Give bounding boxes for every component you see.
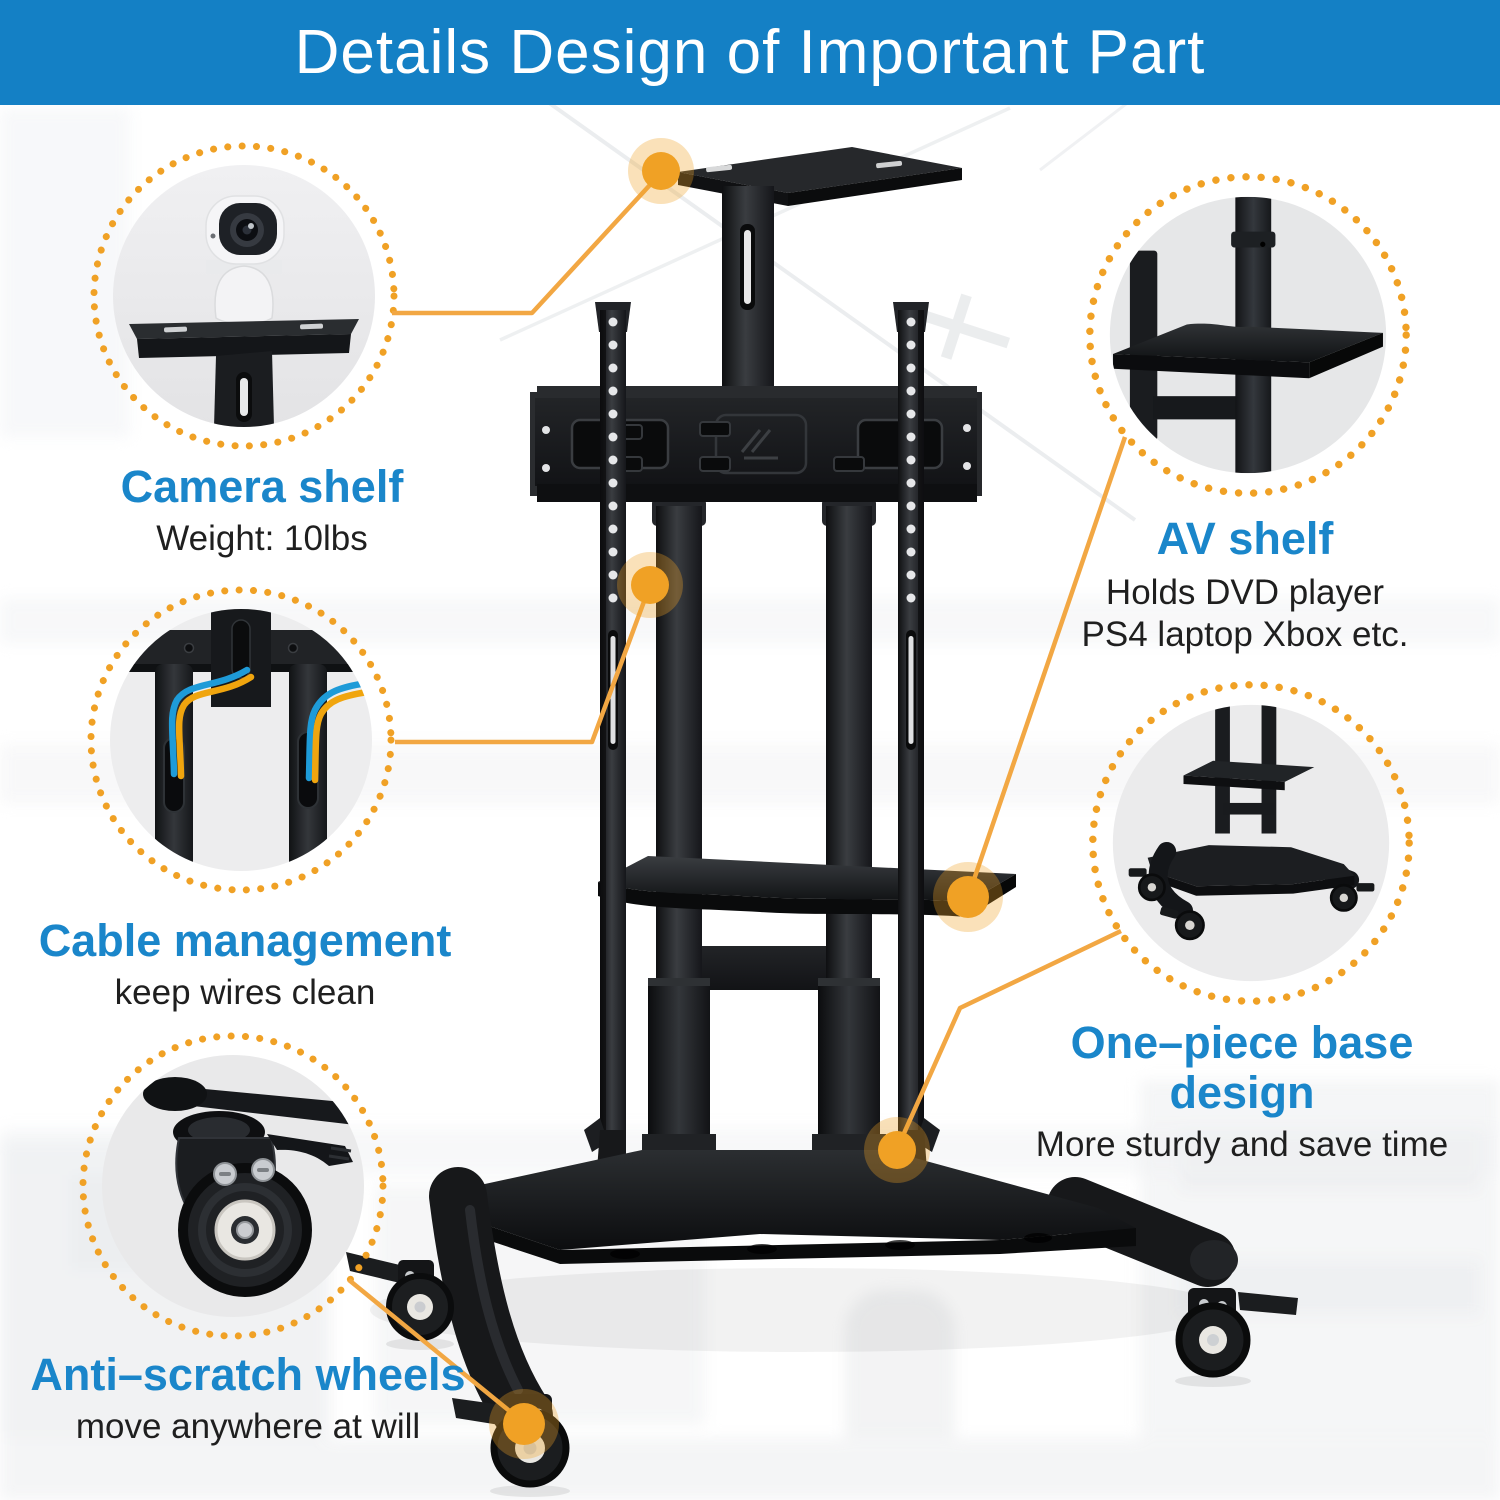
anti-scratch-wheels-label-block: Anti–scratch wheels move anywhere at wil… bbox=[28, 1350, 468, 1448]
support-pole-left bbox=[648, 498, 710, 1190]
one-piece-base-photo bbox=[1128, 704, 1375, 941]
anti-scratch-wheels-title: Anti–scratch wheels bbox=[30, 1349, 466, 1400]
callout-circle-av-shelf bbox=[1074, 161, 1422, 509]
header-banner: Details Design of Important Part bbox=[0, 0, 1500, 105]
caster-right bbox=[1175, 1288, 1298, 1387]
callout-circle-cable-management bbox=[76, 575, 406, 905]
cable-management-title: Cable management bbox=[38, 915, 452, 966]
camera-shelf-label-block: Camera shelf Weight: 10lbs bbox=[42, 462, 482, 560]
av-shelf-subtitle-line1: Holds DVD player bbox=[1105, 573, 1385, 612]
one-piece-base-label-block: One–piece base design More sturdy and sa… bbox=[1002, 1018, 1482, 1166]
one-piece-base-subtitle: More sturdy and save time bbox=[1035, 1125, 1449, 1164]
cable-management-label-block: Cable management keep wires clean bbox=[25, 916, 465, 1014]
dotted-ring bbox=[1086, 173, 1410, 497]
av-shelf-title: AV shelf bbox=[1156, 513, 1334, 564]
page-title: Details Design of Important Part bbox=[294, 18, 1206, 87]
camera-shelf-subtitle: Weight: 10lbs bbox=[156, 519, 368, 558]
caster-front bbox=[452, 1394, 570, 1497]
camera-shelf-photo bbox=[129, 195, 359, 427]
callout-circle-one-piece-base bbox=[1077, 669, 1425, 1017]
cable-management-subtitle: keep wires clean bbox=[114, 973, 376, 1012]
one-piece-base-title: One–piece base design bbox=[1070, 1017, 1414, 1118]
crossbar-support bbox=[690, 946, 838, 990]
dotted-ring bbox=[79, 1032, 387, 1340]
callout-circle-camera-shelf bbox=[79, 131, 409, 461]
callout-circle-anti-scratch-wheels bbox=[68, 1021, 398, 1351]
camera-shelf-title: Camera shelf bbox=[120, 461, 404, 512]
base-plate bbox=[448, 1150, 1136, 1250]
support-pole-right bbox=[818, 498, 880, 1218]
caster-wheel-photo bbox=[143, 1077, 364, 1297]
camera-shelf-part bbox=[678, 147, 962, 392]
ground-shadow bbox=[370, 1268, 1230, 1352]
av-shelf-label-block: AV shelf Holds DVD player PS4 laptop Xbo… bbox=[1025, 514, 1465, 656]
av-shelf-photo bbox=[1113, 196, 1383, 474]
dotted-ring bbox=[87, 586, 395, 894]
anti-scratch-wheels-subtitle: move anywhere at will bbox=[75, 1407, 421, 1446]
av-shelf-subtitle-line2: PS4 laptop Xbox etc. bbox=[1081, 615, 1409, 654]
